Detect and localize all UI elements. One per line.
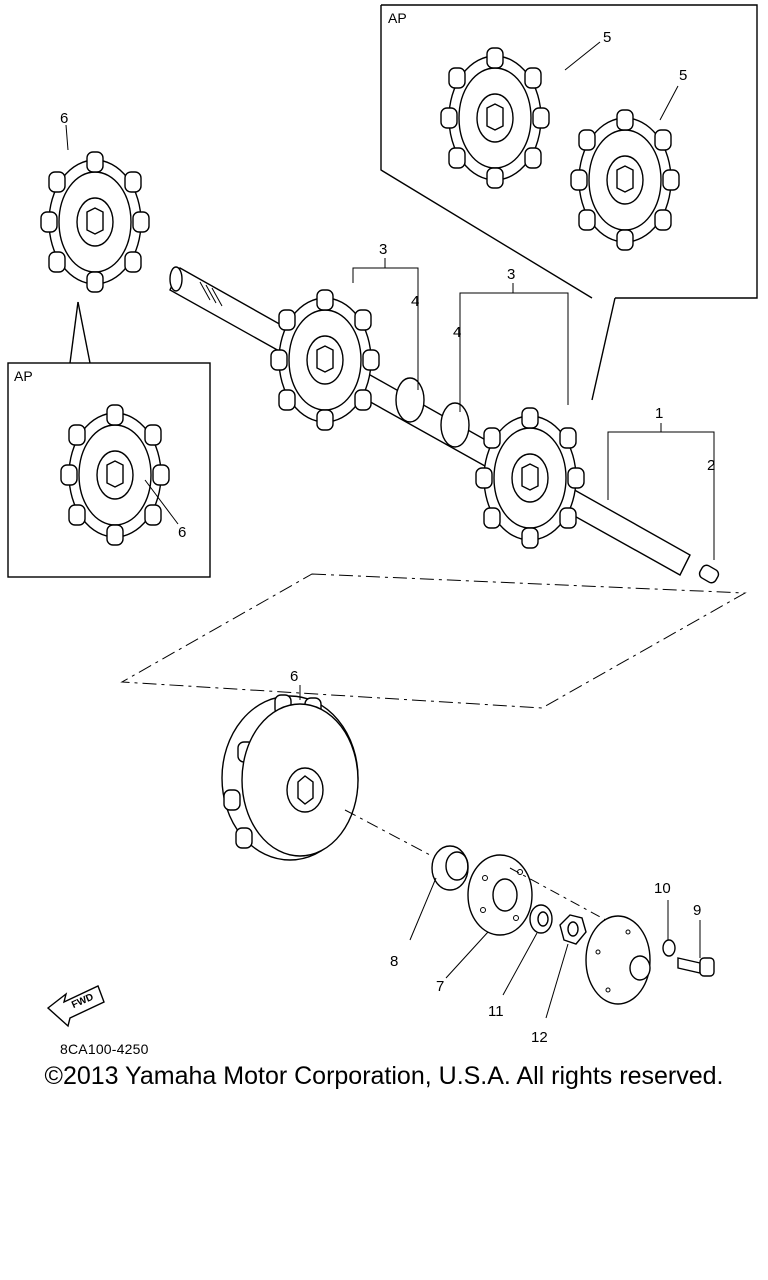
axis-line-2 — [509, 867, 616, 926]
nut-12: 12 — [531, 914, 587, 1046]
spacer-4-right — [440, 402, 470, 448]
plug-2 — [698, 564, 720, 584]
part-number-5a: 5 — [603, 29, 611, 46]
washer-10: 10 — [654, 880, 676, 957]
sprocket-inset-b — [570, 109, 680, 251]
sprocket-6-lower: 6 — [221, 668, 359, 861]
ap-label-top: AP — [388, 10, 407, 26]
part-number-7: 7 — [436, 978, 444, 995]
part-number-4a: 4 — [411, 293, 419, 310]
bearing-8: 8 — [390, 845, 469, 970]
fwd-arrow-icon: FWD — [46, 985, 105, 1028]
washer-11: 11 — [488, 904, 553, 1020]
part-number-8: 8 — [390, 953, 398, 970]
part-number-6c: 6 — [290, 668, 298, 685]
part-number-6a: 6 — [60, 110, 68, 127]
copyright-notice: ©2013 Yamaha Motor Corporation, U.S.A. A… — [44, 1062, 724, 1090]
part-number-10: 10 — [654, 880, 671, 897]
plate-7: 7 — [436, 854, 533, 995]
bolt-9: 9 — [677, 902, 715, 977]
part-number-11: 11 — [488, 1003, 504, 1020]
part-number-1: 1 — [655, 405, 663, 422]
part-number-6b: 6 — [178, 524, 186, 541]
part-number-4b: 4 — [453, 324, 461, 341]
spacer-4-left — [395, 377, 425, 423]
callouts-upper: 3 4 3 4 1 2 — [352, 241, 715, 560]
ap-label-left: AP — [14, 368, 33, 384]
sprocket-inset-a — [440, 47, 550, 189]
sprocket-3-right — [475, 407, 585, 549]
part-number-2: 2 — [707, 457, 715, 474]
sprocket-6-upper: 6 — [40, 110, 150, 364]
part-number-9: 9 — [693, 902, 701, 919]
part-number-3b: 3 — [507, 266, 515, 283]
part-number-3a: 3 — [379, 241, 387, 258]
diagram-code: 8CA100-4250 — [60, 1041, 149, 1057]
bearing-housing — [585, 915, 651, 1005]
ap-inset-left: AP 6 — [7, 362, 211, 578]
drive-shaft-assembly — [169, 266, 720, 584]
projection-outline — [120, 573, 747, 709]
part-number-5b: 5 — [679, 67, 687, 84]
axis-line — [344, 809, 431, 856]
sprocket-3-left — [270, 289, 380, 431]
part-number-12: 12 — [531, 1029, 548, 1046]
ap-inset-top: AP 5 5 — [380, 4, 758, 401]
